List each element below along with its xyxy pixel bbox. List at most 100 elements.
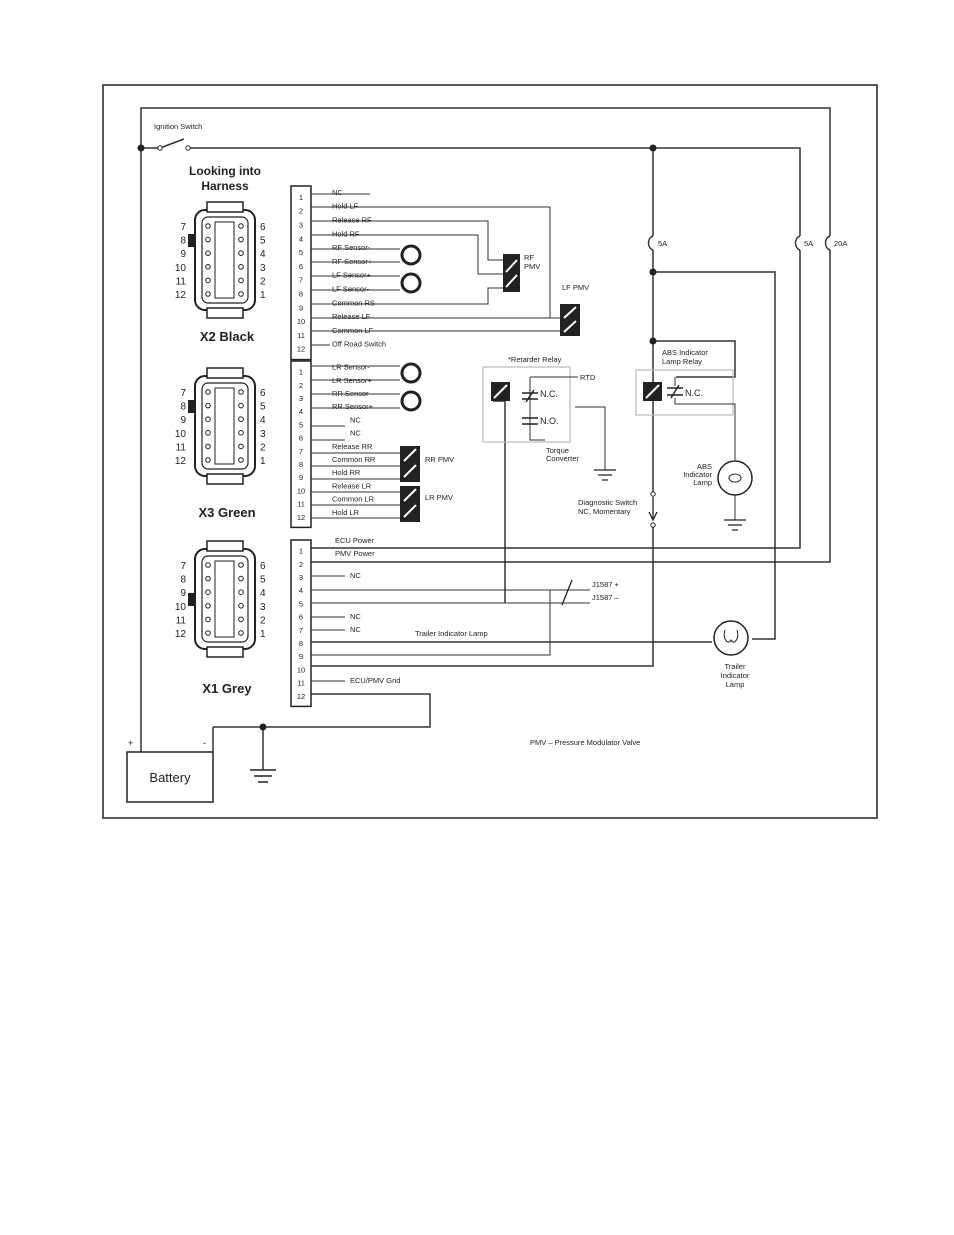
fuse-5a-left-icon bbox=[646, 235, 660, 251]
pin-socket-icon bbox=[205, 250, 211, 256]
x3-signal-label: Hold RR bbox=[332, 468, 361, 477]
battery-plus-label: + bbox=[128, 738, 133, 748]
lr-pmv-label: LR PMV bbox=[425, 493, 453, 502]
x3-connector-name: X3 Green bbox=[198, 505, 255, 520]
diag-switch-contact-icon bbox=[650, 491, 656, 497]
pin-number-right: 3 bbox=[260, 263, 266, 274]
x1-pin-number: 4 bbox=[299, 586, 303, 595]
pin-number-right: 5 bbox=[260, 402, 266, 413]
junction-dot bbox=[137, 144, 145, 152]
x3-signal-label: Common LR bbox=[332, 495, 375, 504]
x2-pin-number: 8 bbox=[299, 290, 303, 299]
retarder-contact-wire bbox=[529, 377, 545, 441]
abs-nc-contact-icon bbox=[667, 384, 683, 399]
abs-nc-label: N.C. bbox=[685, 388, 703, 398]
x3-pin-number: 3 bbox=[299, 394, 303, 403]
x3-signal-label: NC bbox=[350, 415, 361, 424]
retarder-coil-icon bbox=[491, 382, 510, 401]
x3-signal-label: Release LR bbox=[332, 481, 372, 490]
j1587-twist-icon bbox=[561, 579, 573, 606]
pin-number-left: 9 bbox=[180, 249, 186, 260]
ignition-switch-icon bbox=[157, 145, 163, 151]
x2-signal-label: RF Sensor- bbox=[332, 243, 371, 252]
pin-socket-icon bbox=[238, 443, 244, 450]
pin-number-left: 9 bbox=[180, 588, 186, 599]
pin-socket-icon bbox=[205, 443, 211, 450]
x1-connector-name: X1 Grey bbox=[202, 681, 252, 696]
harness-title-line2: Harness bbox=[201, 179, 249, 193]
x1-pin-number: 8 bbox=[299, 639, 303, 648]
pin-number-right: 5 bbox=[260, 575, 266, 586]
x3-pin-number: 7 bbox=[299, 447, 303, 456]
fuse-5a-right-icon bbox=[793, 235, 807, 251]
x2-signal-label: Hold LF bbox=[332, 202, 359, 211]
diag-switch-icon bbox=[648, 497, 658, 522]
pin-socket-icon bbox=[238, 457, 244, 463]
pin-socket-icon bbox=[238, 389, 244, 395]
x1-pin-number: 12 bbox=[297, 692, 305, 701]
pin-socket-icon bbox=[205, 389, 211, 395]
pin-number-right: 2 bbox=[260, 615, 266, 626]
diag-switch-contact-icon bbox=[650, 522, 656, 528]
x3-pin-number: 11 bbox=[297, 500, 305, 509]
x3-signal-label: LR Sensor- bbox=[332, 363, 370, 372]
retarder-nc-contact-icon bbox=[522, 389, 538, 403]
x1-signal-label: ECU/PMV Gnd bbox=[350, 676, 400, 685]
pin-socket-icon bbox=[238, 562, 244, 568]
x1-signal-label: NC bbox=[350, 625, 361, 634]
retarder-relay-box bbox=[482, 366, 571, 443]
rr-sensor-icon bbox=[400, 390, 422, 412]
abs-ground-icon bbox=[724, 519, 746, 531]
battery-minus-label: - bbox=[203, 738, 206, 748]
x2-pin-number: 4 bbox=[299, 234, 303, 243]
pin-number-right: 4 bbox=[260, 415, 266, 426]
x1-pin-number: 6 bbox=[299, 613, 303, 622]
pin-socket-icon bbox=[205, 575, 211, 582]
x2-pin-number: 3 bbox=[299, 221, 303, 230]
pin-number-right: 1 bbox=[260, 629, 266, 640]
junction-dot bbox=[259, 723, 267, 731]
pin-number-left: 7 bbox=[180, 388, 186, 399]
x1-signal-label: NC bbox=[350, 612, 361, 621]
pin-socket-icon bbox=[238, 264, 244, 270]
x3-pin-number: 12 bbox=[297, 513, 305, 522]
pin-socket-icon bbox=[205, 603, 211, 609]
pin-number-left: 8 bbox=[180, 575, 186, 586]
junction-dot bbox=[649, 268, 657, 276]
lf-pmv-label: LF PMV bbox=[562, 283, 589, 292]
pin-socket-icon bbox=[205, 223, 211, 229]
retarder-no-contact-icon bbox=[522, 417, 538, 425]
pin-number-left: 8 bbox=[180, 236, 186, 247]
x3-signal-label: Hold LR bbox=[332, 508, 360, 517]
j1587-plus-label: J1587 + bbox=[592, 580, 620, 589]
abs-relay-wire bbox=[674, 377, 736, 460]
pin-number-right: 1 bbox=[260, 290, 266, 301]
x2-signal-label: Off Road Switch bbox=[332, 340, 386, 349]
j1587-minus-label: J1587 – bbox=[592, 593, 620, 602]
x2-signal-label: Release LF bbox=[332, 312, 371, 321]
ignition-switch-label: Ignition Switch bbox=[154, 122, 202, 131]
x2-pin-number: 9 bbox=[299, 303, 303, 312]
x1-pin-number: 7 bbox=[299, 626, 303, 635]
x2-signal-label: Common RS bbox=[332, 298, 375, 307]
pin-socket-icon bbox=[238, 402, 244, 409]
x3-pin-number: 2 bbox=[299, 381, 303, 390]
lf-pmv-icon bbox=[560, 304, 580, 336]
pin-number-left: 12 bbox=[175, 290, 187, 301]
x1-signal-label: PMV Power bbox=[335, 549, 375, 558]
x2-pin-number: 12 bbox=[297, 345, 305, 354]
x2-signal-label: Release RF bbox=[332, 216, 372, 225]
x2-signal-label: NC bbox=[332, 188, 343, 197]
lf-sensor-icon bbox=[400, 272, 422, 294]
pin-socket-icon bbox=[205, 616, 211, 623]
x2-signal-label: Hold RF bbox=[332, 229, 360, 238]
x3-signal-label: Common RR bbox=[332, 455, 376, 464]
trailer-lamp-icon bbox=[713, 620, 749, 656]
x3-signal-label: RR Sensor+ bbox=[332, 402, 374, 411]
